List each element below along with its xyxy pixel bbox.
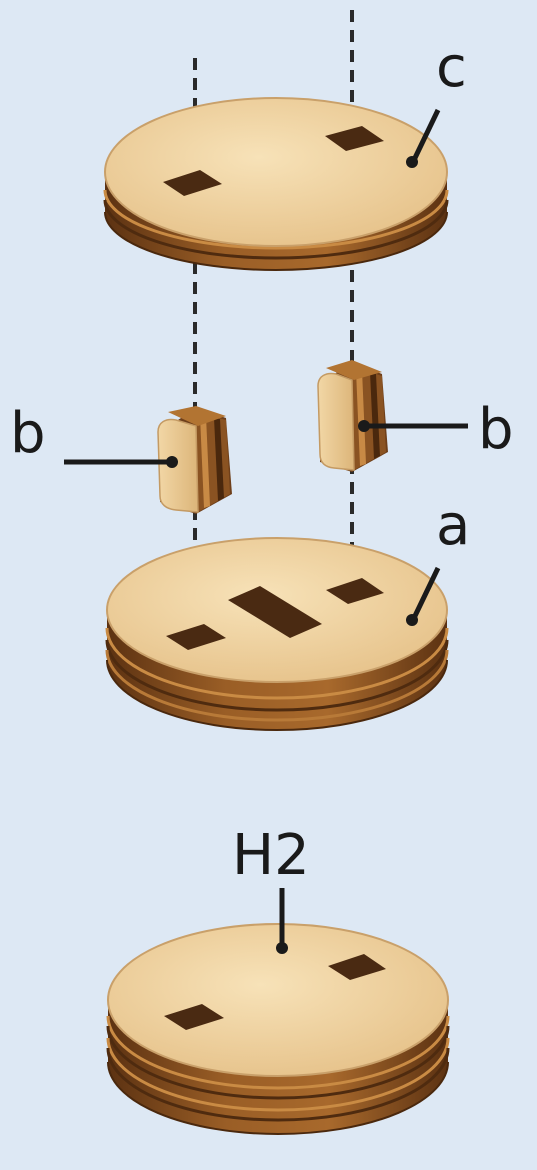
leader-line-a bbox=[411, 566, 441, 620]
block-b-right bbox=[317, 360, 388, 472]
label-a: a bbox=[436, 493, 470, 558]
disc-a-hole-right bbox=[326, 578, 384, 604]
disc-c bbox=[103, 97, 449, 271]
disc-h2 bbox=[106, 923, 450, 1135]
disc-h2-hole-right bbox=[328, 954, 386, 980]
disc-c-hole-left bbox=[163, 170, 222, 196]
disc-c-hole-right bbox=[325, 126, 384, 151]
block-b-left bbox=[157, 406, 232, 514]
leader-dot-b-right bbox=[358, 420, 370, 432]
label-c: c bbox=[436, 35, 467, 100]
leader-line-c bbox=[411, 108, 441, 162]
leader-dot-c bbox=[406, 156, 418, 168]
label-b-left: b bbox=[10, 401, 46, 466]
disc-h2-hole-left bbox=[164, 1004, 224, 1030]
leader-dot-a bbox=[406, 614, 418, 626]
leader-dot-b-left bbox=[166, 456, 178, 468]
label-b-right: b bbox=[478, 397, 514, 462]
leader-lines bbox=[64, 108, 468, 946]
label-h2: H2 bbox=[232, 823, 310, 888]
disc-a-hole-left bbox=[166, 624, 226, 650]
disc-a-slot-center bbox=[228, 586, 322, 638]
disc-a bbox=[105, 537, 449, 731]
leader-dot-h2 bbox=[276, 942, 288, 954]
